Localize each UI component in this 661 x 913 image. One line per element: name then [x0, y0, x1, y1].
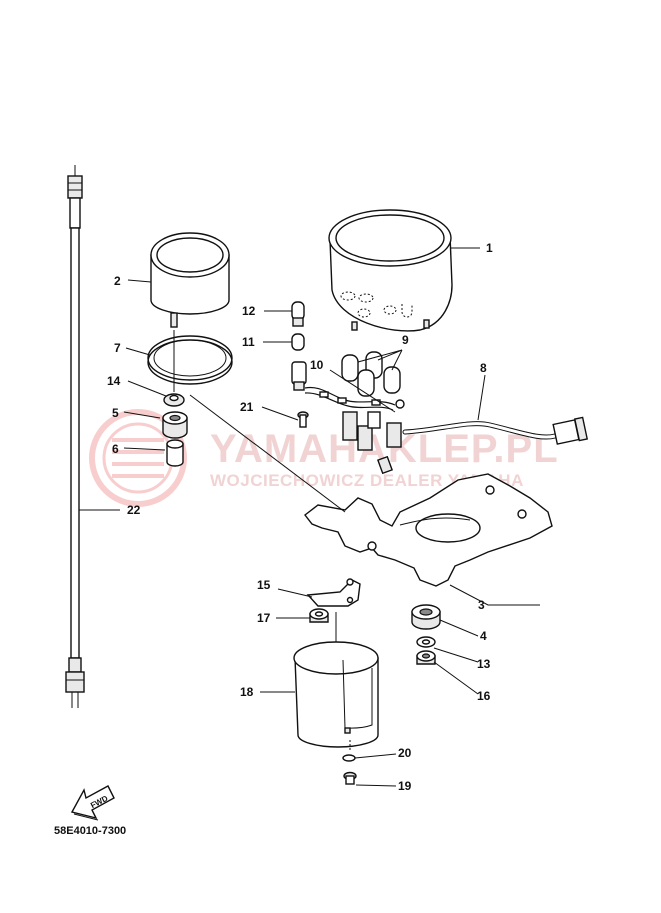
part-13-washer — [416, 636, 436, 648]
callout-7: 7 — [114, 341, 121, 355]
part-4-grommet — [411, 604, 441, 630]
part-14-washer — [163, 393, 185, 407]
fwd-arrow: FWD — [70, 785, 115, 821]
leader-lines — [79, 247, 540, 787]
part-22-cable — [65, 165, 85, 708]
callout-11: 11 — [242, 335, 255, 349]
callout-2: 2 — [114, 274, 121, 288]
part-21-screw — [297, 411, 309, 428]
part-9-bulbs — [341, 351, 401, 397]
callout-12: 12 — [242, 304, 256, 318]
part-11-bulb — [291, 333, 305, 351]
callout-13: 13 — [477, 657, 491, 671]
part-3-bracket — [304, 473, 553, 587]
part-6-collar — [166, 439, 184, 467]
part-2-small-gauge — [150, 232, 230, 328]
callout-21: 21 — [240, 400, 254, 414]
part-17-nut — [309, 608, 329, 623]
callout-numbers: 1 2 3 4 5 6 7 8 9 10 11 12 13 14 15 16 1… — [107, 241, 493, 793]
callout-15: 15 — [257, 578, 271, 592]
diagram-code: 58E4010-7300 — [54, 825, 126, 837]
callout-18: 18 — [240, 685, 254, 699]
part-1-meter — [328, 209, 453, 332]
callout-19: 19 — [398, 779, 412, 793]
part-19-screw — [343, 771, 357, 785]
callout-4: 4 — [480, 629, 487, 643]
callout-20: 20 — [398, 746, 412, 760]
part-10-socket — [291, 361, 307, 391]
part-16-nut — [416, 650, 436, 665]
callout-10: 10 — [310, 358, 324, 372]
callout-5: 5 — [112, 406, 119, 420]
callout-1: 1 — [486, 241, 493, 255]
callout-3: 3 — [478, 598, 485, 612]
watermark-tagline: WOJCIECHOWICZ DEALER YAMAHA — [210, 471, 524, 490]
part-5-grommet — [162, 411, 188, 439]
callout-8: 8 — [480, 361, 487, 375]
callout-6: 6 — [112, 442, 119, 456]
callout-14: 14 — [107, 374, 121, 388]
part-7-ring — [147, 335, 233, 385]
part-8-harness — [304, 386, 589, 475]
callout-17: 17 — [257, 611, 271, 625]
part-20-washer — [342, 754, 356, 762]
part-15-plate — [306, 578, 361, 607]
part-12-bulb — [291, 301, 305, 327]
callout-16: 16 — [477, 689, 491, 703]
callout-22: 22 — [127, 503, 141, 517]
callout-9: 9 — [402, 333, 409, 347]
part-18-cover — [293, 641, 379, 748]
